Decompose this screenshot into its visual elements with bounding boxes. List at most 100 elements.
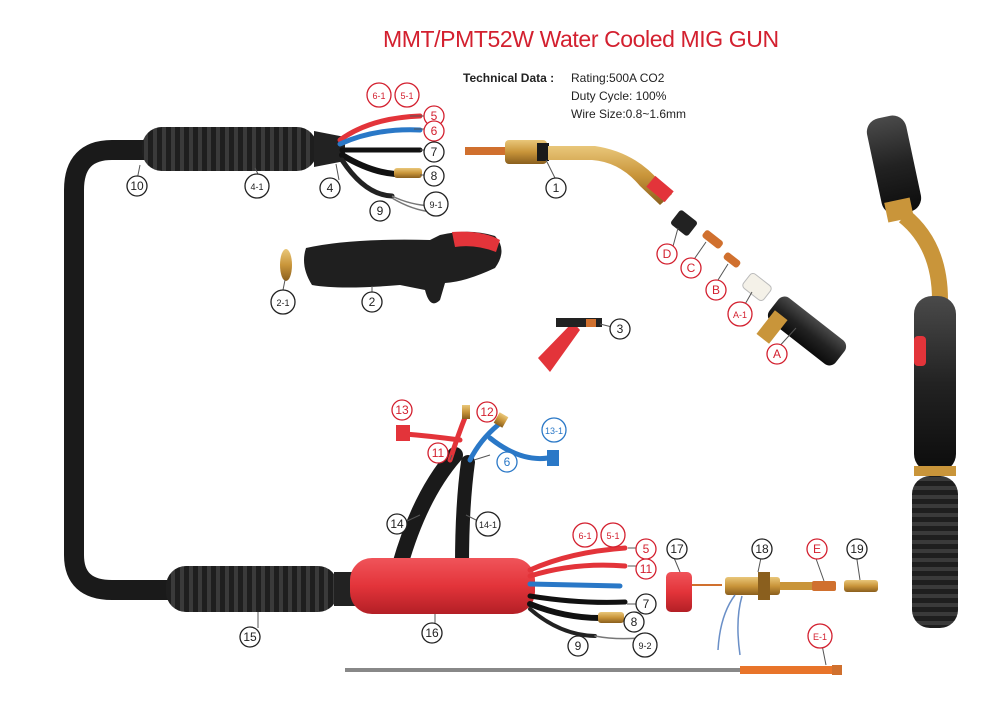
liner-tip-e [812,581,836,591]
callout-B: B [705,279,727,301]
callout-circle [572,522,598,548]
wire-liner-e-1 [345,668,740,672]
callout-text: E-1 [813,632,827,642]
callout-n7: 7 [635,593,657,615]
callout-text: 7 [643,597,650,611]
callout-text: 15 [243,630,257,644]
callout-D: D [656,243,678,265]
callout-circle [727,301,753,327]
callout-text: 18 [755,542,769,556]
main-cable-hose [64,140,190,600]
callout-circle [270,289,296,315]
callout-n16: 16 [421,622,443,644]
callout-n6: 6 [423,120,445,142]
callout-text: 14 [390,517,404,531]
water-fittings [402,412,551,463]
callout-n6-1: 6-1 [572,522,598,548]
callout-text: 4 [327,181,334,195]
callout-text: 3 [617,322,624,336]
callout-text: 9 [377,204,384,218]
callout-circle [807,623,833,649]
sleeve-17 [666,572,692,612]
callout-E-1: E-1 [807,623,833,649]
callout-circle [751,538,773,560]
callout-n2: 2 [361,291,383,313]
cable-boot-bottom [166,566,338,612]
callout-n11: 11 [635,558,657,580]
red-housing [350,558,535,614]
callout-circle [244,173,270,199]
handle-red-insert [452,231,500,252]
callout-A: A [766,343,788,365]
spec-rating: Rating:500A CO2 [571,71,665,85]
part-19 [844,580,878,592]
callout-n8: 8 [423,165,445,187]
callout-text: 9 [575,639,582,653]
callout-circle [635,558,657,580]
callout-circle [391,399,413,421]
spec-duty-cycle: Duty Cycle: 100% [571,89,667,103]
callout-n9-1: 9-1 [423,191,449,217]
callout-circle [623,611,645,633]
callout-circle [126,175,148,197]
callout-n17: 17 [666,538,688,560]
cable-boot-top [142,127,317,171]
callout-E: E [806,538,828,560]
callout-circle [766,343,788,365]
hose-14 [392,447,463,573]
callout-text: 4-1 [250,182,263,192]
callout-n5-1: 5-1 [394,82,420,108]
callout-text: 11 [640,562,653,576]
callout-circle [806,538,828,560]
callout-circle [319,177,341,199]
callout-circle [609,318,631,340]
callout-n9: 9 [567,635,589,657]
callout-n9: 9 [369,200,391,222]
callout-circle [394,82,420,108]
callout-C: C [680,257,702,279]
callout-text: 12 [480,405,494,419]
callout-n11: 11 [427,442,449,464]
callout-A-1: A-1 [727,301,753,327]
callout-text: 8 [631,615,638,629]
top-wire-bundle [337,113,423,199]
callout-circle [541,417,567,443]
callout-circle [369,200,391,222]
callout-text: 2 [369,295,376,309]
callout-n9-2: 9-2 [632,632,658,658]
callout-circle [421,622,443,644]
callout-n7: 7 [423,141,445,163]
callout-text: 14-1 [479,520,497,530]
callout-text: C [687,261,696,275]
callout-circle [545,177,567,199]
callout-text: 6-1 [372,91,385,101]
callout-circle [567,635,589,657]
consumables [671,210,847,366]
callout-circle [705,279,727,301]
callout-text: 16 [425,626,439,640]
callout-circle [361,291,383,313]
callout-text: 1 [553,181,560,195]
technical-data-label: Technical Data : [463,71,555,85]
callout-n18: 18 [751,538,773,560]
callout-n4: 4 [319,177,341,199]
callout-text: 10 [130,179,144,193]
gun-neck-assembly [465,140,674,205]
callout-n13: 13 [391,399,413,421]
assembled-gun [866,115,958,628]
callout-n4-1: 4-1 [244,173,270,199]
callout-circle [475,511,501,537]
callout-circle [680,257,702,279]
callout-n14: 14 [386,513,408,535]
callout-circle [366,82,392,108]
callout-circle [846,538,868,560]
callout-circle [423,120,445,142]
callout-n5-1: 5-1 [600,522,626,548]
callout-text: D [663,247,672,261]
callout-text: 6-1 [578,531,591,541]
callout-n3: 3 [609,318,631,340]
bottom-wire-bundle [527,545,641,640]
callout-circle [476,401,498,423]
callout-text: 13 [395,403,409,417]
